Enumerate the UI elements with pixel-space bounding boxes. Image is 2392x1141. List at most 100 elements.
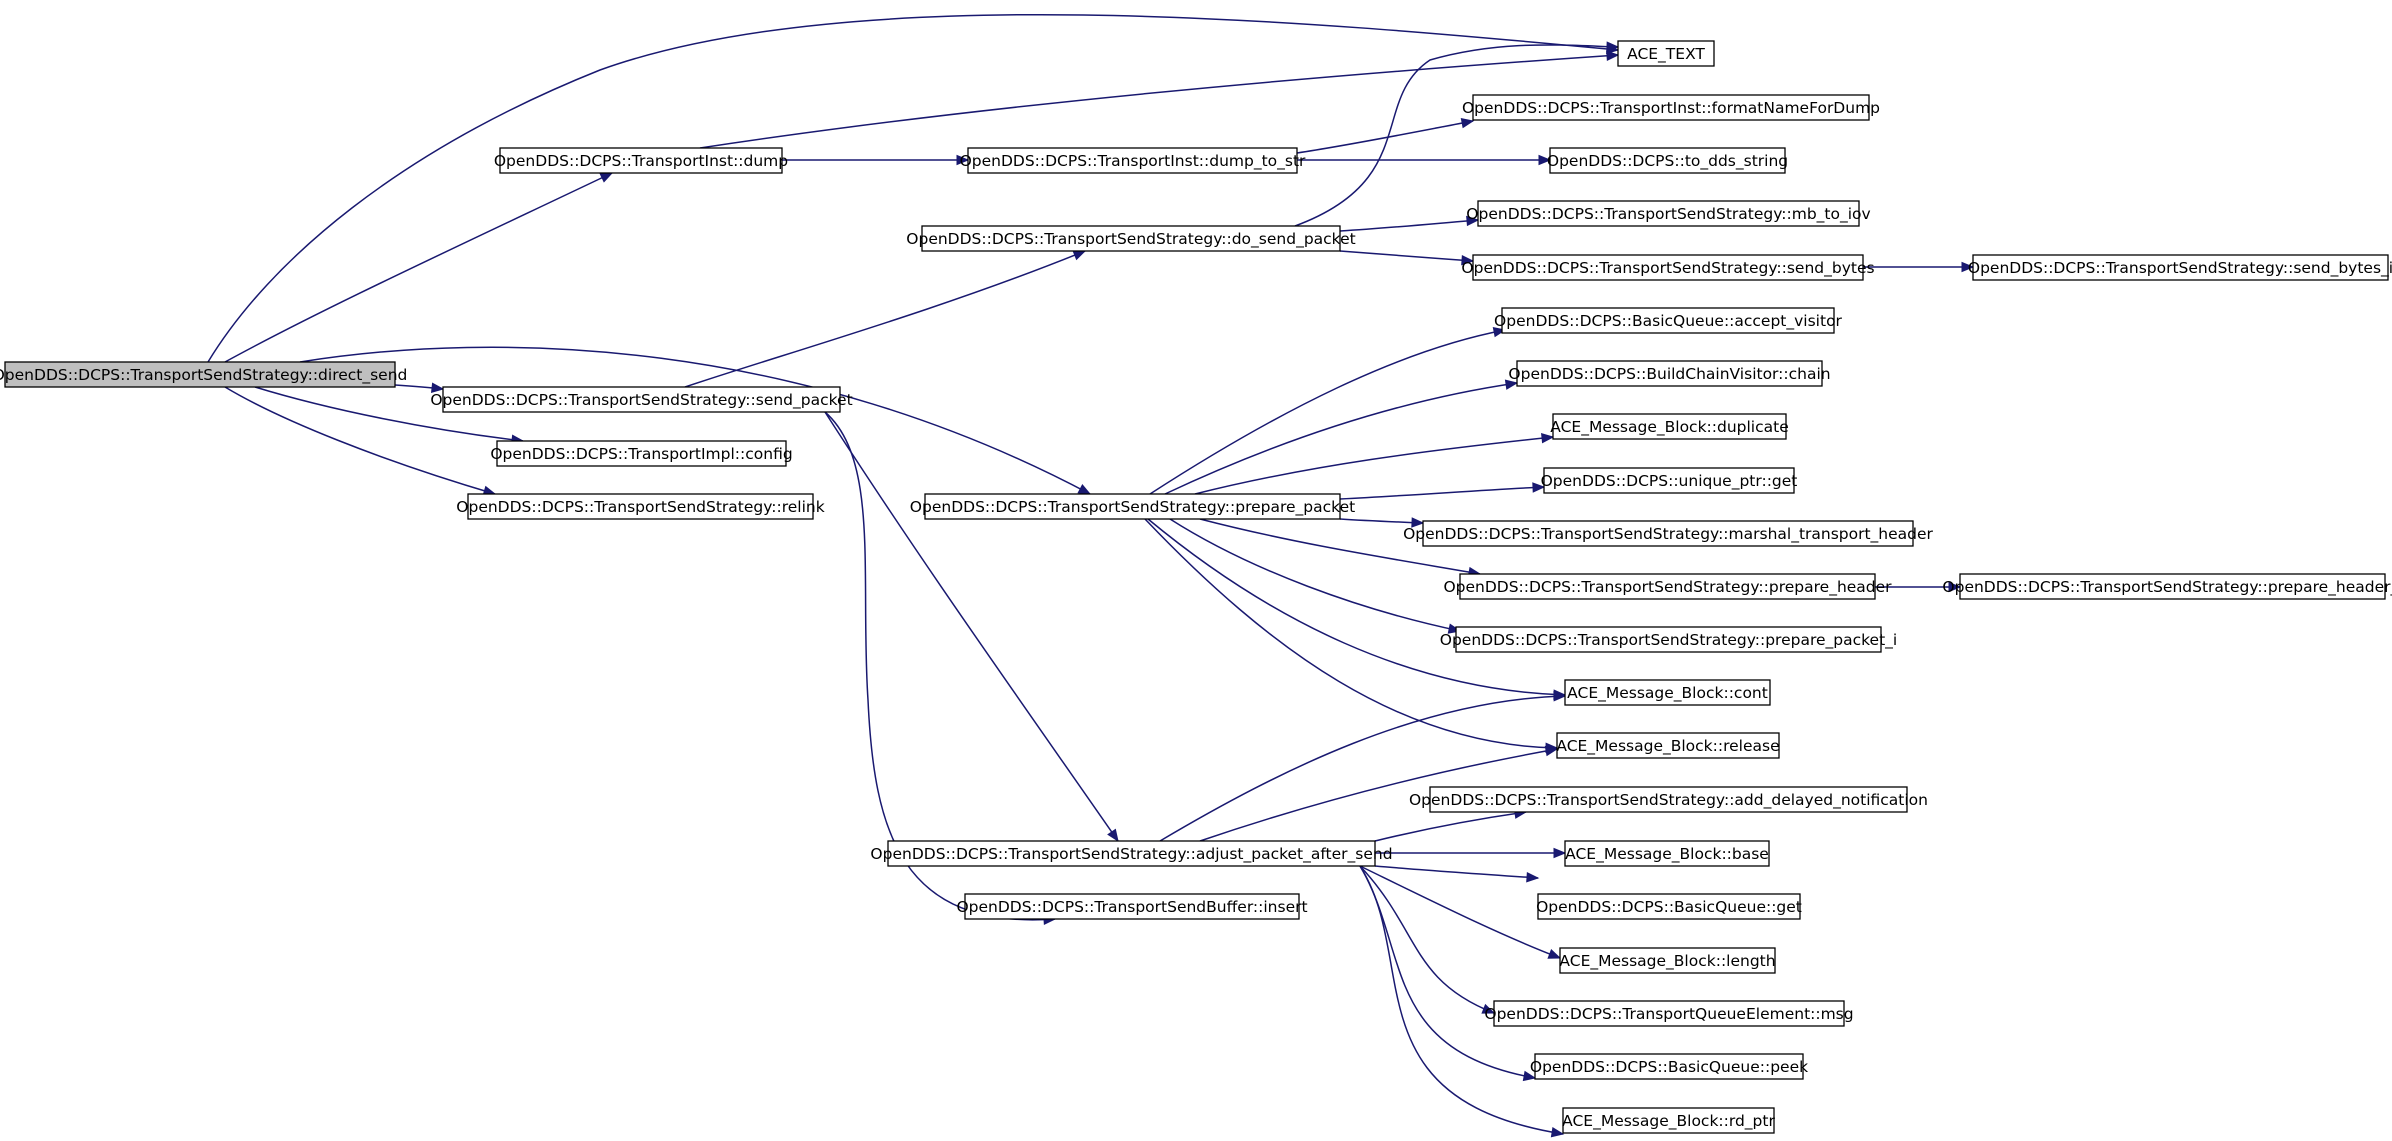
node-relink[interactable]: OpenDDS::DCPS::TransportSendStrategy::re…	[456, 493, 825, 520]
node-label: OpenDDS::DCPS::TransportImpl::config	[490, 445, 792, 463]
node-box	[967, 147, 1298, 174]
node-add-delayed[interactable]: OpenDDS::DCPS::TransportSendStrategy::ad…	[1409, 786, 1928, 813]
node-prepare-packet-i[interactable]: OpenDDS::DCPS::TransportSendStrategy::pr…	[1440, 626, 1897, 653]
node-box	[1564, 840, 1770, 867]
node-ace-text[interactable]: ACE_TEXT	[1617, 40, 1715, 67]
edge-line	[699, 54, 1619, 149]
node-chain[interactable]: OpenDDS::DCPS::BuildChainVisitor::chain	[1508, 360, 1831, 387]
node-box	[1562, 1107, 1775, 1134]
edge-arrowhead	[1606, 41, 1620, 52]
edge-arrowhead	[1411, 517, 1425, 528]
node-label: OpenDDS::DCPS::BuildChainVisitor::chain	[1508, 365, 1830, 383]
edge-arrowhead	[1538, 154, 1552, 166]
call-graph-edges	[207, 13, 1975, 1138]
edge-arrowhead	[1532, 482, 1546, 493]
node-label: OpenDDS::DCPS::to_dds_string	[1547, 152, 1788, 171]
node-marshal[interactable]: OpenDDS::DCPS::TransportSendStrategy::ma…	[1403, 520, 1934, 547]
node-mb-to-iov[interactable]: OpenDDS::DCPS::TransportSendStrategy::mb…	[1466, 200, 1871, 227]
node-box	[1429, 786, 1908, 813]
node-label: OpenDDS::DCPS::TransportInst::formatName…	[1462, 99, 1880, 117]
node-insert[interactable]: OpenDDS::DCPS::TransportSendBuffer::inse…	[956, 893, 1308, 920]
node-msg[interactable]: OpenDDS::DCPS::TransportQueueElement::ms…	[1484, 1000, 1854, 1027]
node-box	[1472, 254, 1864, 281]
node-label: OpenDDS::DCPS::TransportSendStrategy::se…	[430, 391, 852, 410]
edge-adjust-to-msg	[1359, 865, 1496, 1014]
edge-arrowhead	[599, 172, 614, 183]
edge-line	[1199, 518, 1481, 575]
node-box	[442, 386, 841, 413]
edge-line	[1199, 748, 1558, 842]
node-label: OpenDDS::DCPS::TransportSendStrategy::ad…	[1409, 791, 1928, 810]
edge-line	[824, 411, 1056, 921]
node-prepare-header[interactable]: OpenDDS::DCPS::TransportSendStrategy::pr…	[1443, 573, 1892, 600]
node-box	[924, 493, 1341, 520]
node-send-bytes-i[interactable]: OpenDDS::DCPS::TransportSendStrategy::se…	[1968, 254, 2392, 281]
edge-line	[1374, 811, 1527, 842]
edge-line	[1296, 120, 1474, 154]
node-box	[1543, 467, 1795, 494]
node-do-send-packet[interactable]: OpenDDS::DCPS::TransportSendStrategy::do…	[906, 225, 1356, 252]
edge-send_bytes-to-send_bytes_i	[1862, 261, 1975, 273]
edge-do_send_packet-to-ace_text	[1294, 41, 1620, 227]
edge-line	[1339, 219, 1479, 232]
node-box	[1552, 413, 1787, 440]
edge-direct_send-to-prepare_packet	[299, 346, 1092, 495]
node-send-bytes[interactable]: OpenDDS::DCPS::TransportSendStrategy::se…	[1461, 254, 1875, 281]
node-base[interactable]: ACE_Message_Block::base	[1564, 840, 1770, 867]
node-duplicate[interactable]: ACE_Message_Block::duplicate	[1550, 413, 1789, 440]
edge-ti_dump_to_str-to-ti_format	[1296, 117, 1475, 154]
node-bq-get[interactable]: OpenDDS::DCPS::BasicQueue::get	[1536, 893, 1802, 920]
node-label: OpenDDS::DCPS::TransportSendStrategy::se…	[1968, 259, 2392, 278]
node-box	[1537, 893, 1801, 920]
node-adjust[interactable]: OpenDDS::DCPS::TransportSendStrategy::ad…	[870, 840, 1393, 867]
node-config[interactable]: OpenDDS::DCPS::TransportImpl::config	[490, 440, 793, 467]
node-label: OpenDDS::DCPS::TransportSendStrategy::pr…	[1443, 578, 1892, 597]
node-up-get[interactable]: OpenDDS::DCPS::unique_ptr::get	[1541, 467, 1798, 494]
node-prepare-packet[interactable]: OpenDDS::DCPS::TransportSendStrategy::pr…	[910, 493, 1355, 520]
edge-line	[684, 250, 1086, 388]
node-box	[1559, 947, 1776, 974]
node-release[interactable]: ACE_Message_Block::release	[1556, 732, 1780, 759]
edge-prepare_packet-to-marshal	[1339, 517, 1425, 528]
edge-arrowhead	[1466, 215, 1480, 227]
node-label: OpenDDS::DCPS::TransportSendStrategy::se…	[1461, 259, 1874, 278]
edge-line	[1359, 865, 1561, 959]
edge-arrowhead	[1077, 483, 1092, 495]
edge-line	[1339, 486, 1545, 500]
node-prepare-header-i[interactable]: OpenDDS::DCPS::TransportSendStrategy::pr…	[1942, 573, 2392, 600]
node-box	[1549, 147, 1786, 174]
node-box	[499, 147, 783, 174]
node-peek[interactable]: OpenDDS::DCPS::BasicQueue::peek	[1530, 1053, 1808, 1080]
edge-prepare_packet-to-accept_visitor	[1149, 326, 1507, 495]
edge-line	[1339, 518, 1424, 524]
node-direct-send[interactable]: OpenDDS::DCPS::TransportSendStrategy::di…	[0, 361, 407, 388]
node-box	[1972, 254, 2389, 281]
edge-arrowhead	[430, 382, 445, 393]
node-label: ACE_Message_Block::cont	[1567, 684, 1768, 703]
node-to-dds-string[interactable]: OpenDDS::DCPS::to_dds_string	[1547, 147, 1788, 174]
node-cont[interactable]: ACE_Message_Block::cont	[1564, 679, 1771, 706]
node-box	[1459, 573, 1876, 600]
node-accept-visitor[interactable]: OpenDDS::DCPS::BasicQueue::accept_visito…	[1494, 307, 1843, 334]
node-ti-dump[interactable]: OpenDDS::DCPS::TransportInst::dump	[494, 147, 788, 174]
node-box	[1455, 626, 1882, 653]
node-send-packet[interactable]: OpenDDS::DCPS::TransportSendStrategy::se…	[430, 386, 853, 413]
edge-arrowhead	[1504, 379, 1519, 390]
edge-do_send_packet-to-send_bytes	[1339, 250, 1475, 266]
node-label: OpenDDS::DCPS::BasicQueue::accept_visito…	[1494, 312, 1843, 331]
edge-line	[1359, 865, 1564, 1135]
node-box	[1477, 200, 1860, 227]
node-ti-format[interactable]: OpenDDS::DCPS::TransportInst::formatName…	[1462, 94, 1880, 121]
node-label: OpenDDS::DCPS::BasicQueue::get	[1536, 898, 1802, 916]
node-rd-ptr[interactable]: ACE_Message_Block::rd_ptr	[1562, 1107, 1775, 1134]
node-box	[964, 893, 1300, 920]
node-box	[887, 840, 1376, 867]
edge-line	[1339, 250, 1474, 262]
node-label: OpenDDS::DCPS::TransportSendStrategy::di…	[0, 366, 407, 385]
edge-arrowhead	[1107, 828, 1119, 843]
call-graph-nodes: OpenDDS::DCPS::TransportSendStrategy::di…	[0, 40, 2392, 1134]
node-length[interactable]: ACE_Message_Block::length	[1559, 947, 1776, 974]
node-ti-dump-to-str[interactable]: OpenDDS::DCPS::TransportInst::dump_to_st…	[960, 147, 1306, 174]
node-box	[1534, 1053, 1804, 1080]
